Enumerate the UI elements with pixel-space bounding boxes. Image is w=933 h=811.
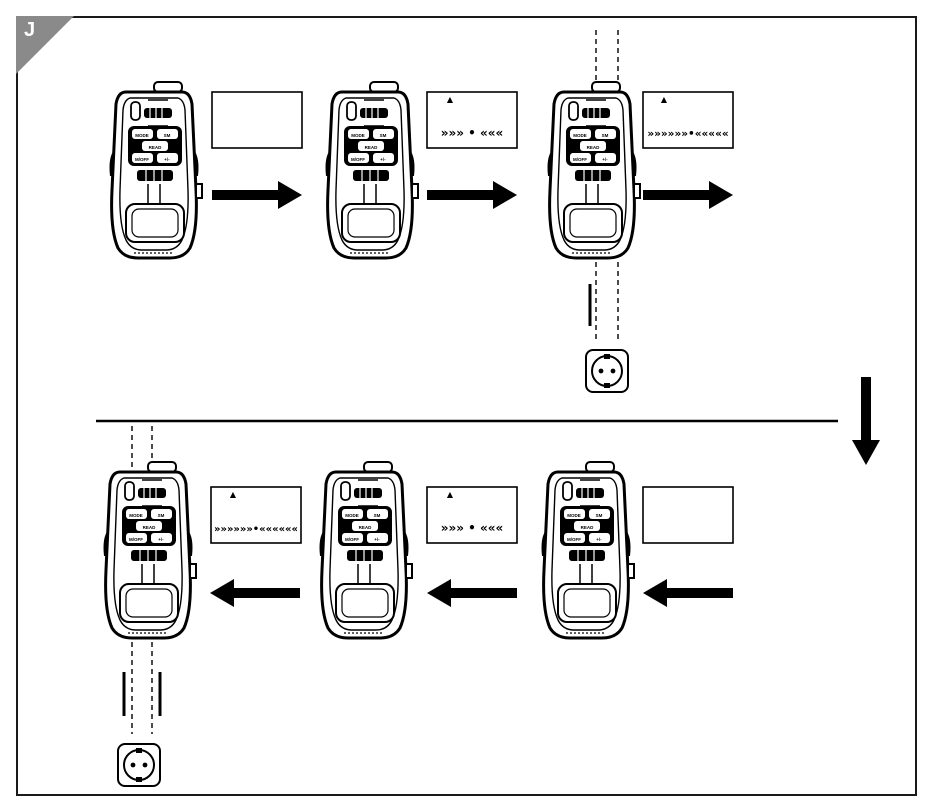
device-6: MODE SM READ M/OFF +/- [540, 460, 636, 640]
sm-button-label: SM [374, 513, 381, 518]
wire-dashed-bottom-row1 [595, 262, 619, 340]
cal-button-label: +/- [602, 157, 608, 162]
screen-2-marker: ▲ [447, 95, 454, 104]
arrow-right-2 [427, 181, 517, 209]
cal-button-label: +/- [596, 537, 602, 542]
screen-4-marker: ▲ [230, 490, 237, 499]
arrow-right-3 [643, 181, 733, 209]
screen-2-reading: »»» • ««« [441, 126, 504, 140]
cal-button-label: +/- [380, 157, 386, 162]
onoff-button-label: M/OFF [345, 537, 359, 542]
screen-3-marker: ▲ [661, 95, 668, 104]
mode-button-label: MODE [351, 133, 365, 138]
read-button-label: READ [581, 525, 595, 530]
sm-button-label: SM [164, 133, 171, 138]
cal-button-label: +/- [158, 537, 164, 542]
screen-3-reading: »»»»»»•««««« [647, 128, 728, 140]
arrow-right-1 [212, 181, 302, 209]
onoff-button-label: M/OFF [567, 537, 581, 542]
device-3: MODE SM READ M/OFF +/- [546, 80, 642, 260]
screen-4-reading: »»»»»»•«««««« [214, 524, 298, 535]
arrow-left-1 [210, 579, 300, 607]
sm-button-label: SM [380, 133, 387, 138]
device-2: MODE SM READ M/OFF +/- [324, 80, 420, 260]
display-screen-3 [642, 91, 734, 149]
wall-socket-1 [585, 349, 629, 393]
read-button-label: READ [143, 525, 157, 530]
onoff-button-label: M/OFF [135, 157, 149, 162]
sm-button-label: SM [602, 133, 609, 138]
cal-button-label: +/- [374, 537, 380, 542]
sm-button-label: SM [596, 513, 603, 518]
cal-button-label: +/- [164, 157, 170, 162]
display-screen-5 [426, 486, 518, 544]
mode-button-label: MODE [345, 513, 359, 518]
wall-socket-2 [117, 743, 161, 787]
mode-button-label: MODE [129, 513, 143, 518]
read-button-label: READ [587, 145, 601, 150]
sm-button-label: SM [158, 513, 165, 518]
display-screen-4 [210, 486, 302, 544]
read-button-label: READ [359, 525, 373, 530]
screen-5-reading: »»» • ««« [441, 521, 504, 535]
device-5: MODE SM READ M/OFF +/- [318, 460, 414, 640]
onoff-button-label: M/OFF [129, 537, 143, 542]
arrow-down [852, 377, 880, 465]
mode-button-label: MODE [567, 513, 581, 518]
display-screen-2 [426, 91, 518, 149]
section-tab [16, 16, 74, 74]
arrow-left-3 [643, 579, 733, 607]
read-button-label: READ [149, 145, 163, 150]
display-screen-6 [642, 486, 734, 544]
screen-5-marker: ▲ [447, 490, 454, 499]
wire-dashed-top-row2 [131, 426, 153, 468]
device-4: MODE SM READ M/OFF +/- [102, 460, 198, 640]
section-letter: J [24, 19, 36, 41]
device-1: MODE SM READ M/OFF +/- [108, 80, 204, 260]
wire-dashed-top-row1 [595, 30, 619, 84]
mode-button-label: MODE [135, 133, 149, 138]
mode-button-label: MODE [573, 133, 587, 138]
onoff-button-label: M/OFF [351, 157, 365, 162]
read-button-label: READ [365, 145, 379, 150]
diagram-frame [16, 16, 917, 796]
arrow-left-2 [427, 579, 517, 607]
onoff-button-label: M/OFF [573, 157, 587, 162]
wire-dashed-bottom-row2 [131, 642, 153, 734]
display-screen-1 [211, 91, 303, 149]
